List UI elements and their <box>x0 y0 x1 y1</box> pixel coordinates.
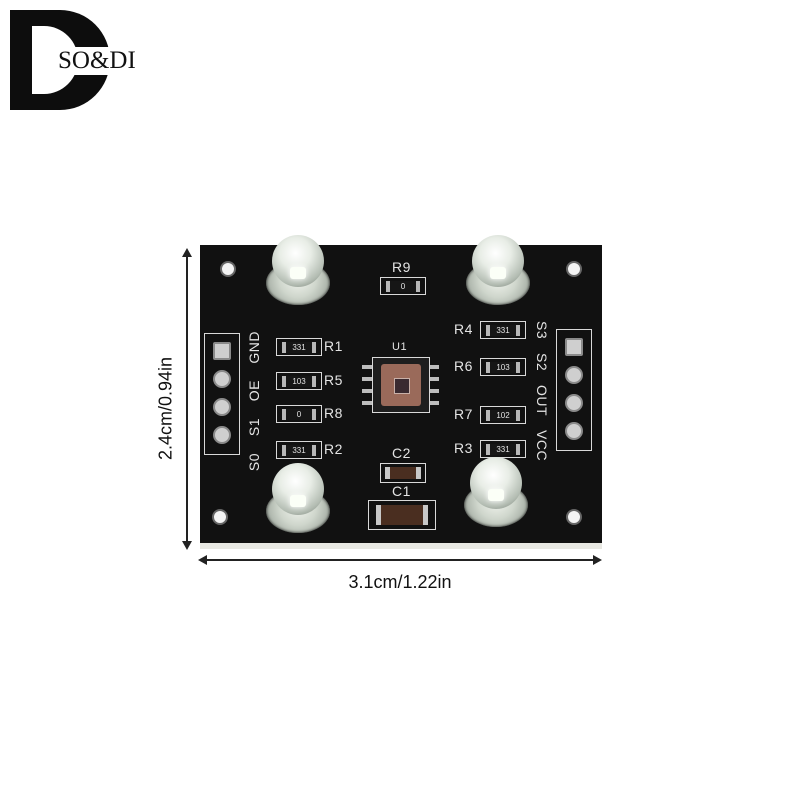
resistor-label-r8: R8 <box>324 405 343 421</box>
header-pin <box>565 366 583 384</box>
resistor-code: 102 <box>486 409 520 421</box>
resistor-code: 103 <box>282 375 316 387</box>
header-pin <box>213 342 231 360</box>
pin-label-oe: OE <box>246 380 262 402</box>
resistor-r3: 331 <box>480 440 526 458</box>
height-arrow-top <box>182 248 192 257</box>
header-pin <box>213 370 231 388</box>
photodiode-array <box>394 378 410 394</box>
resistor-code: 331 <box>282 444 316 456</box>
resistor-code: 0 <box>282 408 316 420</box>
resistor-code: 331 <box>486 443 520 455</box>
pin-label-s0: S0 <box>246 452 262 471</box>
resistor-label-r6: R6 <box>454 358 473 374</box>
resistor-r9: 0 <box>380 277 426 295</box>
header-pin <box>213 398 231 416</box>
capacitor-c2 <box>380 463 426 483</box>
header-pin <box>213 426 231 444</box>
pin-label-s2: S2 <box>534 353 550 372</box>
resistor-label-r5: R5 <box>324 372 343 388</box>
height-dimension-line <box>186 252 188 546</box>
chip-lead <box>362 389 372 393</box>
width-arrow-left <box>198 555 207 565</box>
resistor-r2: 331 <box>276 441 322 459</box>
resistor-label-r4: R4 <box>454 321 473 337</box>
chip-lead <box>362 377 372 381</box>
mounting-hole <box>566 261 582 277</box>
pin-label-gnd: GND <box>246 331 262 364</box>
white-led <box>464 457 528 529</box>
sensor-board: S0 S1 OE GND S3 S2 OUT VCC R9 0 331 R1 1… <box>200 235 602 549</box>
resistor-label-r2: R2 <box>324 441 343 457</box>
header-pin <box>565 338 583 356</box>
chip-package <box>381 364 421 406</box>
pin-label-s3: S3 <box>534 321 550 340</box>
brand-logo: SO&DI <box>10 10 160 110</box>
pin-label-s1: S1 <box>246 418 262 437</box>
pin-label-vcc: VCC <box>534 429 550 461</box>
white-led <box>266 463 330 535</box>
chip-lead <box>429 365 439 369</box>
height-dimension-label: 2.4cm/0.94in <box>155 356 176 461</box>
resistor-label-r9: R9 <box>392 259 411 275</box>
header-pin <box>565 422 583 440</box>
chip-lead <box>429 389 439 393</box>
chip-lead <box>362 401 372 405</box>
resistor-r5: 103 <box>276 372 322 390</box>
pin-label-out: OUT <box>534 385 550 417</box>
chip-lead <box>429 377 439 381</box>
chip-label: U1 <box>392 341 408 353</box>
mounting-hole <box>212 509 228 525</box>
capacitor-c1 <box>368 500 436 530</box>
white-led <box>266 235 330 307</box>
resistor-label-r3: R3 <box>454 440 473 456</box>
capacitor-label-c2: C2 <box>392 445 411 461</box>
logo-text: SO&DI <box>54 47 140 75</box>
resistor-r8: 0 <box>276 405 322 423</box>
right-pin-header <box>556 329 592 451</box>
height-arrow-bottom <box>182 541 192 550</box>
capacitor-body <box>376 505 428 525</box>
resistor-label-r7: R7 <box>454 406 473 422</box>
width-dimension-label: 3.1cm/1.22in <box>348 572 452 592</box>
resistor-code: 103 <box>486 361 520 373</box>
chip-lead <box>429 401 439 405</box>
color-sensor-chip <box>372 357 430 413</box>
resistor-r6: 103 <box>480 358 526 376</box>
header-pin <box>565 394 583 412</box>
mounting-hole <box>566 509 582 525</box>
capacitor-label-c1: C1 <box>392 483 411 499</box>
resistor-label-r1: R1 <box>324 338 343 354</box>
resistor-code: 331 <box>486 324 520 336</box>
mounting-hole <box>220 261 236 277</box>
resistor-r7: 102 <box>480 406 526 424</box>
width-dimension-line <box>204 559 596 561</box>
white-led <box>466 235 530 307</box>
width-arrow-right <box>593 555 602 565</box>
resistor-r1: 331 <box>276 338 322 356</box>
left-pin-header <box>204 333 240 455</box>
chip-lead <box>362 365 372 369</box>
capacitor-body <box>385 467 421 479</box>
resistor-code: 0 <box>386 280 420 292</box>
left-header-labels: S0 S1 OE GND <box>244 331 264 471</box>
right-header-labels: S3 S2 OUT VCC <box>532 321 552 461</box>
resistor-code: 331 <box>282 341 316 353</box>
resistor-r4: 331 <box>480 321 526 339</box>
